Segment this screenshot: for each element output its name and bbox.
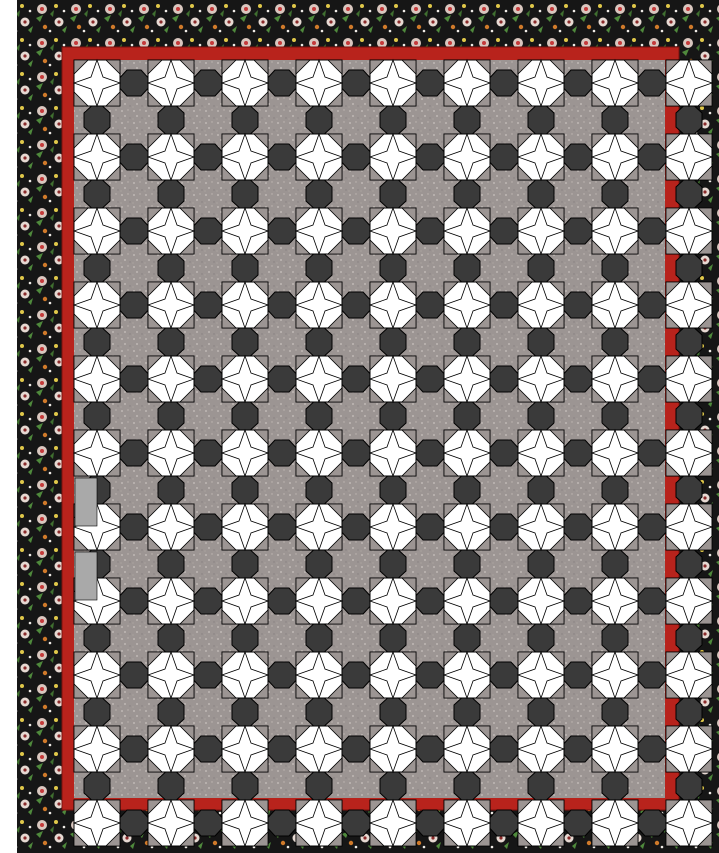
quilt-block-grid xyxy=(74,60,712,846)
empty-cell xyxy=(75,552,97,600)
empty-cell xyxy=(75,478,97,526)
